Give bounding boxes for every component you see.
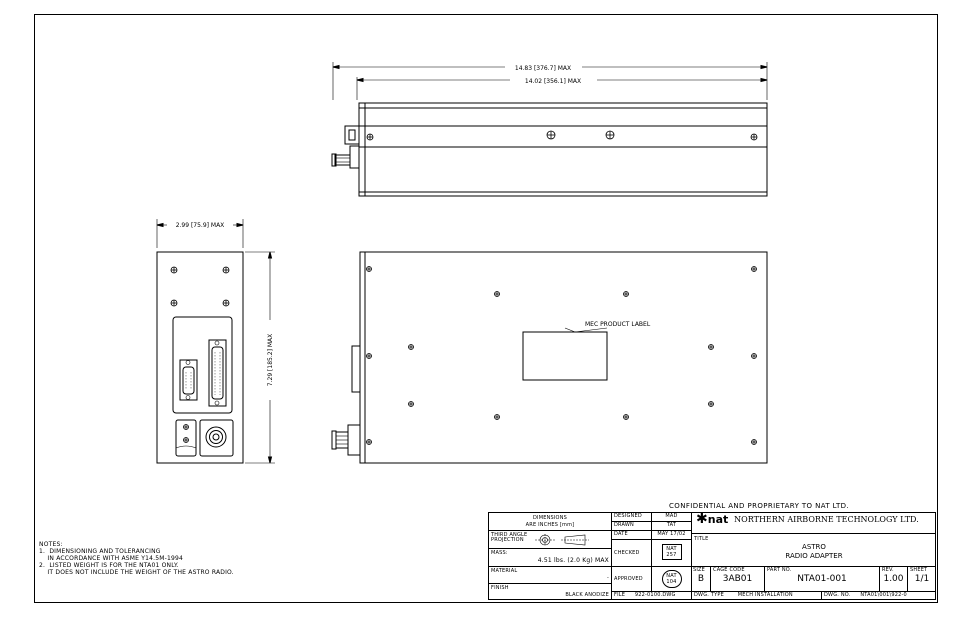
company-cell: ✱nat NORTHERN AIRBORNE TECHNOLOGY LTD.	[692, 513, 936, 534]
dimensions-cell: DIMENSIONS ARE INCHES [mm]	[489, 513, 612, 531]
cage-value: 3AB01	[722, 574, 753, 584]
sheet-cell: SHEET 1/1	[908, 567, 936, 592]
front-view	[331, 251, 768, 464]
rev-cell: REV. 1.00	[880, 567, 908, 592]
cage-cell: CAGE CODE 3AB01	[711, 567, 765, 592]
cage-label: CAGE CODE	[713, 567, 745, 573]
finish-label: FINISH	[491, 585, 509, 591]
dwg-type-value: MECH INSTALLATION	[737, 592, 793, 598]
finish-value: BLACK ANODIZE	[565, 592, 609, 598]
note-line-2: IN ACCORDANCE WITH ASME Y14.5M-1994	[39, 555, 184, 562]
projection-symbol-icon	[535, 534, 589, 546]
material-label: MATERIAL	[491, 568, 518, 574]
overall-length-dim: 14.83 [376.7] MAX	[515, 65, 571, 72]
size-value: B	[697, 574, 705, 584]
title-line-2: RADIO ADAPTER	[785, 552, 843, 560]
sheet-label: SHEET	[910, 567, 928, 573]
designed-value: MAD	[652, 513, 692, 522]
projection-label: THIRD ANGLE PROJECTION	[491, 532, 528, 543]
part-cell: PART NO. NTA01-001	[765, 567, 880, 592]
material-cell: MATERIAL -	[489, 567, 612, 584]
title-cell: TITLE ASTRO RADIO ADAPTER	[692, 534, 936, 567]
company-logo: nat	[707, 513, 729, 526]
top-view	[331, 62, 768, 197]
part-label: PART NO.	[767, 567, 792, 573]
dimensions-value: ARE INCHES [mm]	[525, 522, 575, 528]
drawn-label: DRAWN	[612, 522, 652, 531]
note-line-1: 1. DIMENSIONING AND TOLERANCING	[39, 548, 161, 555]
side-view	[156, 219, 275, 464]
sheet-value: 1/1	[914, 574, 930, 584]
mass-cell: MASS: 4.51 lbs. (2.0 Kg) MAX	[489, 549, 612, 567]
dwg-no-value: NTA01\001\922-0	[860, 592, 907, 598]
notes-heading: NOTES:	[39, 541, 63, 548]
rev-value: 1.00	[883, 574, 904, 584]
drawn-value: TAT	[652, 522, 692, 531]
approved-stamp: NAT 104	[661, 570, 682, 588]
title-line-1: ASTRO	[802, 543, 826, 551]
product-label-callout: MEC PRODUCT LABEL	[585, 321, 651, 328]
date-value: MAY 17/02	[652, 531, 692, 540]
body-length-dim: 14.02 [356.1] MAX	[525, 78, 581, 85]
mass-label: MASS:	[491, 550, 508, 556]
part-value: NTA01-001	[797, 574, 847, 584]
finish-cell: FINISH BLACK ANODIZE	[489, 584, 612, 600]
dwg-type-label: DWG. TYPE	[694, 592, 724, 598]
dwg-type-cell: DWG. TYPE MECH INSTALLATION	[692, 592, 822, 600]
mass-value: 4.51 lbs. (2.0 Kg) MAX	[537, 557, 609, 564]
checked-cell: NAT 257	[652, 540, 692, 567]
approved-label: APPROVED	[612, 567, 652, 592]
dimensions-label: DIMENSIONS	[532, 515, 568, 521]
company-name: NORTHERN AIRBORNE TECHNOLOGY LTD.	[734, 515, 919, 524]
drawing-border	[34, 14, 938, 603]
title-block: DIMENSIONS ARE INCHES [mm] THIRD ANGLE P…	[488, 512, 936, 600]
note-line-4: IT DOES NOT INCLUDE THE WEIGHT OF THE AS…	[39, 569, 234, 576]
material-value: -	[606, 575, 609, 581]
size-label: SIZE	[693, 567, 706, 573]
file-value: 922-0100.DWG	[634, 592, 676, 598]
size-cell: SIZE B	[692, 567, 711, 592]
confidential-notice: CONFIDENTIAL AND PROPRIETARY TO NAT LTD.	[669, 502, 850, 510]
approved-cell: NAT 104	[652, 567, 692, 592]
date-label: DATE	[612, 531, 652, 540]
checked-label: CHECKED	[612, 540, 652, 567]
note-line-3: 2. LISTED WEIGHT IS FOR THE NTA01 ONLY.	[39, 562, 179, 569]
file-label: FILE	[614, 592, 626, 598]
dwg-no-label: DWG. NO.	[824, 592, 851, 598]
nat-logo-icon: ✱	[696, 513, 708, 527]
title-label: TITLE	[694, 536, 709, 542]
checked-stamp: NAT 257	[661, 544, 682, 560]
file-cell: FILE 922-0100.DWG	[612, 592, 692, 600]
dwg-no-cell: DWG. NO. NTA01\001\922-0	[822, 592, 936, 600]
height-dim: 7.29 [185.2] MAX	[267, 334, 274, 386]
projection-cell: THIRD ANGLE PROJECTION	[489, 531, 612, 549]
notes-block: NOTES:1. DIMENSIONING AND TOLERANCING IN…	[39, 541, 234, 576]
designed-label: DESIGNED	[612, 513, 652, 522]
rev-label: REV.	[882, 567, 894, 573]
width-dim: 2.99 [75.9] MAX	[176, 222, 225, 229]
